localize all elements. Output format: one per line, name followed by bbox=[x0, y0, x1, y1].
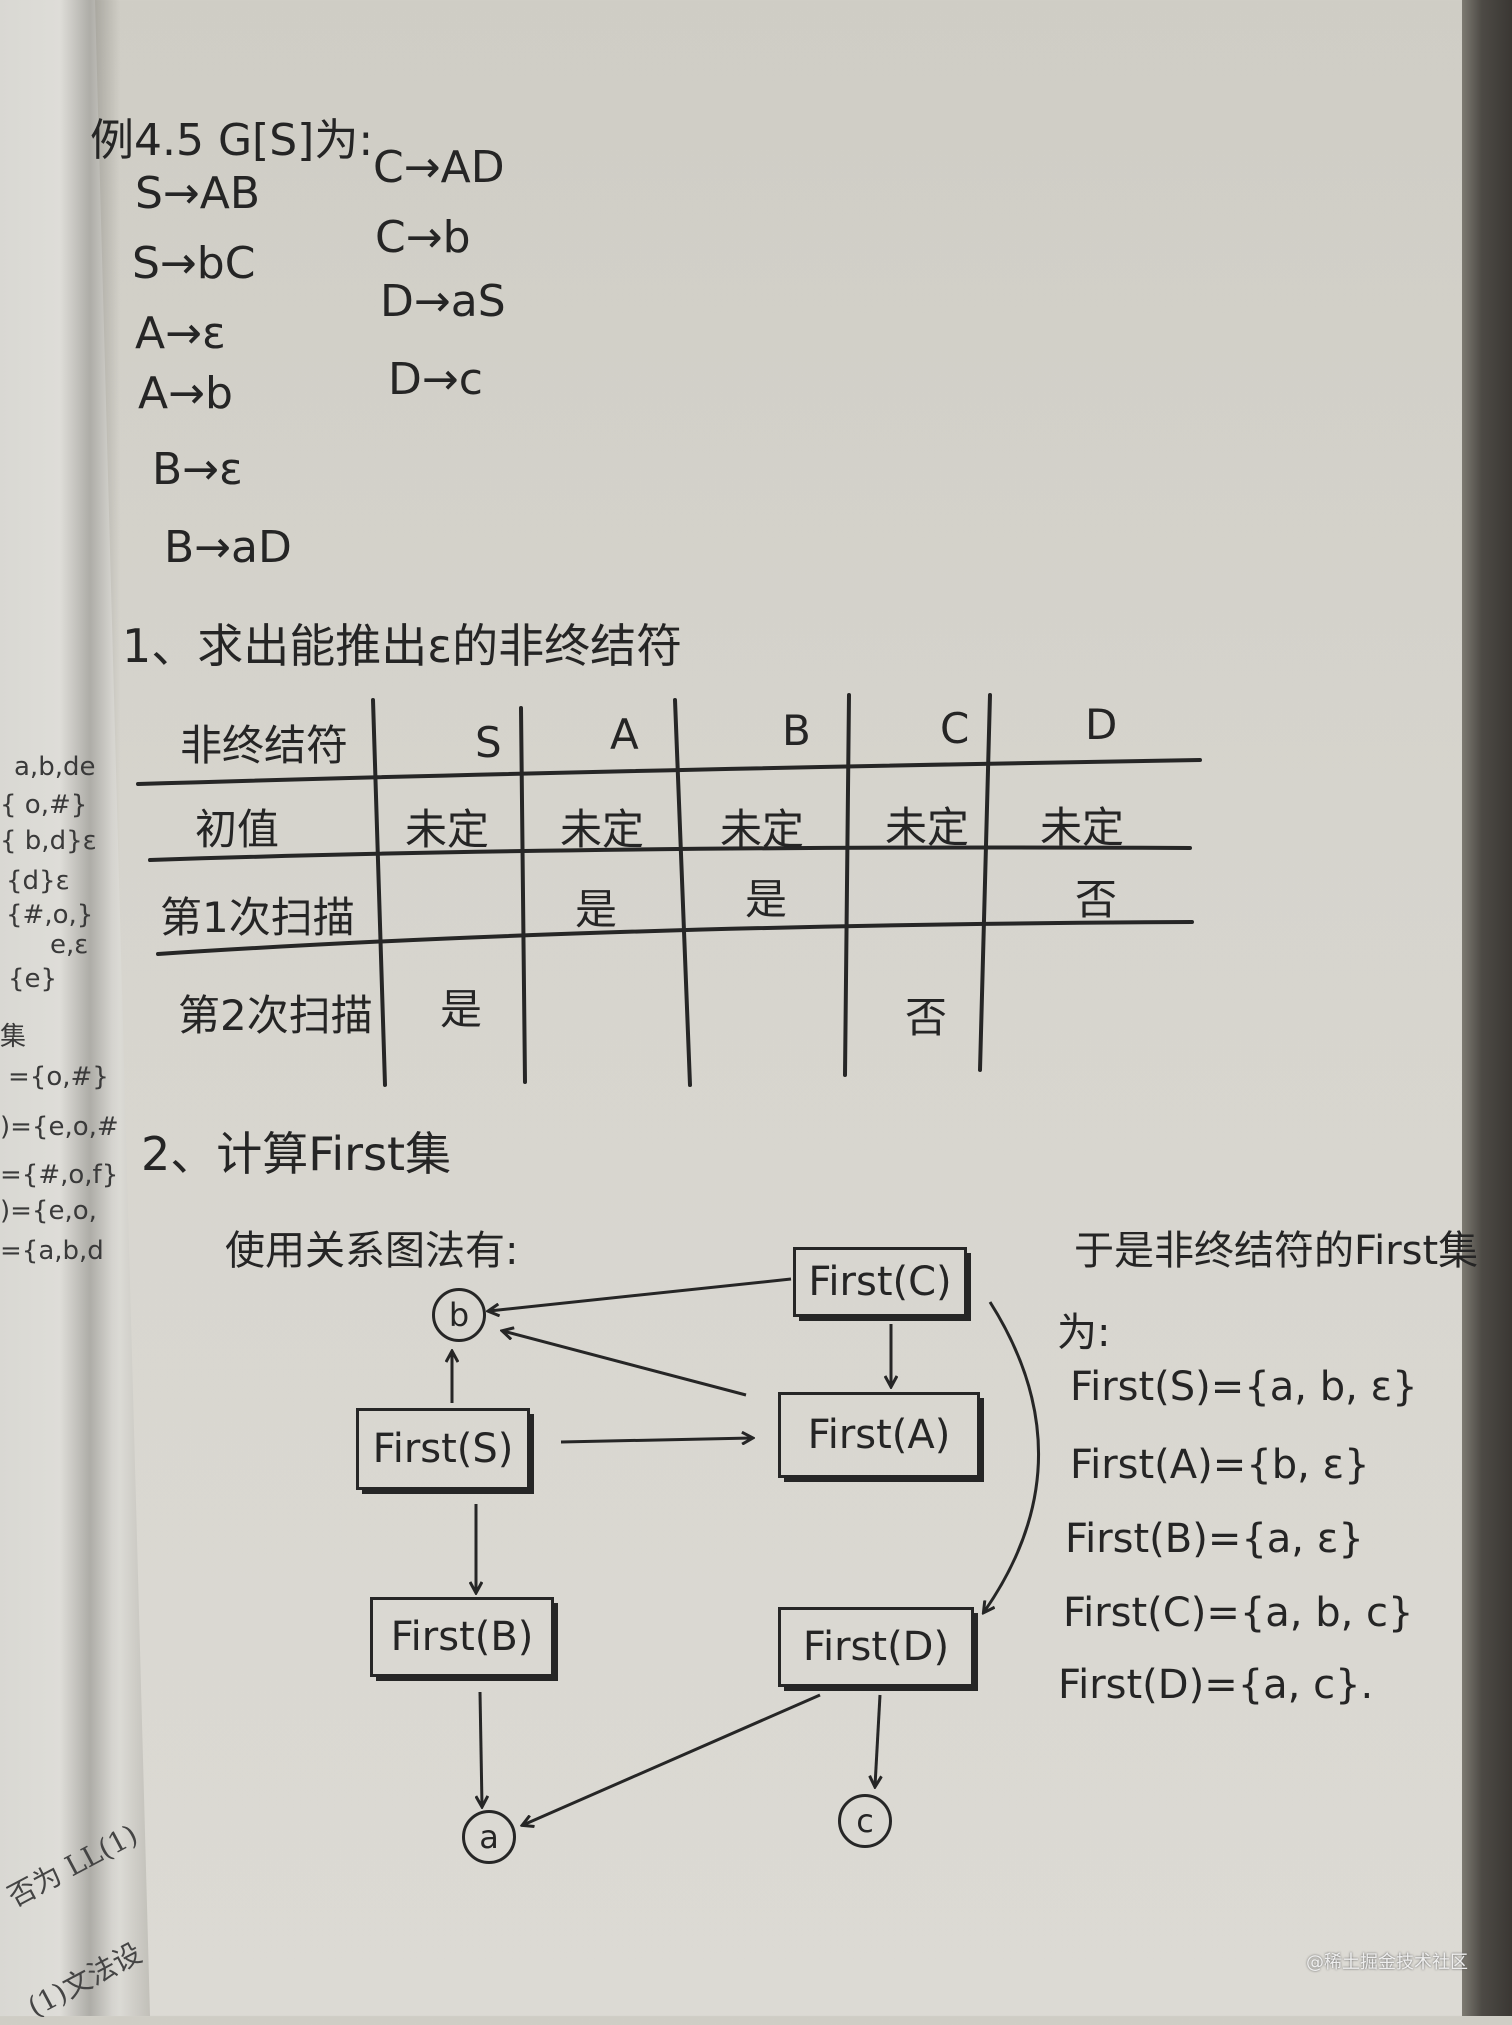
book-gutter-shadow bbox=[60, 0, 120, 2016]
production: S→AB bbox=[135, 168, 261, 219]
watermark: @稀土掘金技术社区 bbox=[1306, 1952, 1468, 1973]
node-terminal-b: b bbox=[432, 1288, 486, 1342]
results-heading-cont: 为: bbox=[1057, 1310, 1111, 1356]
arrow-firsts-to-firsta bbox=[560, 1438, 752, 1442]
node-first-s: First(S) bbox=[356, 1408, 530, 1490]
note-fragment: {d}ε bbox=[6, 866, 70, 896]
production: D→aS bbox=[380, 276, 506, 327]
first-set-b: First(B)={a, ε} bbox=[1065, 1516, 1364, 1562]
arrow-firstc-to-b bbox=[489, 1277, 792, 1311]
first-set-s: First(S)={a, b, ε} bbox=[1070, 1364, 1418, 1410]
table-header: 非终结符 bbox=[180, 721, 349, 770]
node-label: First(D) bbox=[802, 1624, 950, 1670]
node-label: First(B) bbox=[390, 1614, 534, 1660]
note-fragment: 集 bbox=[0, 1022, 27, 1052]
table-cell: 是 bbox=[575, 885, 618, 934]
production: D→c bbox=[388, 354, 483, 405]
node-first-d: First(D) bbox=[778, 1607, 974, 1687]
table-header: D bbox=[1085, 700, 1118, 749]
production: B→ε bbox=[152, 444, 243, 495]
note-fragment: ={o,#} bbox=[8, 1062, 109, 1092]
table-cell: 未定 bbox=[885, 803, 970, 852]
first-set-d: First(D)={a, c}. bbox=[1058, 1662, 1374, 1708]
table-header: B bbox=[782, 706, 811, 755]
node-terminal-a: a bbox=[462, 1810, 516, 1864]
note-fragment: )={e,o, bbox=[0, 1196, 97, 1226]
note-fragment: e,ε bbox=[50, 930, 89, 960]
table-header: C bbox=[940, 704, 970, 753]
arrow-firstc-to-firstd bbox=[984, 1301, 1041, 1612]
note-fragment: ={a,b,d bbox=[0, 1236, 104, 1266]
note-fragment: a,b,de bbox=[14, 752, 96, 782]
table-line bbox=[136, 758, 1202, 786]
table-line bbox=[519, 706, 527, 1084]
table-line bbox=[371, 698, 387, 1087]
production: A→ε bbox=[135, 308, 226, 359]
right-background-edge bbox=[1462, 0, 1512, 2016]
table-cell: 是 bbox=[440, 985, 483, 1034]
node-first-a: First(A) bbox=[778, 1392, 980, 1478]
arrow-firstd-to-c bbox=[875, 1694, 880, 1786]
table-line bbox=[673, 698, 692, 1087]
table-cell: 是 bbox=[745, 875, 788, 924]
production: B→aD bbox=[164, 522, 292, 573]
node-label: First(S) bbox=[372, 1426, 514, 1472]
section2-heading: 2、计算First集 bbox=[141, 1127, 452, 1181]
method-text: 使用关系图法有: bbox=[225, 1228, 519, 1274]
table-header: S bbox=[475, 718, 502, 767]
table-line bbox=[978, 693, 992, 1072]
table-cell: 否 bbox=[905, 993, 948, 1042]
note-fragment: ={#,o,f} bbox=[0, 1160, 119, 1190]
table-cell: 未定 bbox=[720, 805, 805, 854]
results-heading: 于是非终结符的First集 bbox=[1074, 1228, 1479, 1274]
node-label: b bbox=[448, 1296, 470, 1334]
node-label: First(A) bbox=[807, 1412, 951, 1458]
table-line bbox=[148, 845, 1192, 862]
note-fragment: { b,d}ε bbox=[0, 826, 97, 856]
node-label: a bbox=[479, 1818, 499, 1856]
note-fragment: {e} bbox=[8, 964, 58, 994]
node-first-c: First(C) bbox=[793, 1247, 967, 1317]
node-label: First(C) bbox=[808, 1259, 952, 1305]
production: C→b bbox=[375, 212, 471, 263]
first-set-a: First(A)={b, ε} bbox=[1070, 1442, 1370, 1488]
table-cell: 未定 bbox=[560, 805, 645, 854]
first-set-c: First(C)={a, b, c} bbox=[1063, 1590, 1414, 1636]
table-header: A bbox=[610, 710, 639, 759]
node-terminal-c: c bbox=[838, 1794, 892, 1848]
row-label: 第2次扫描 bbox=[178, 991, 373, 1040]
table-line bbox=[156, 920, 1194, 956]
table-cell: 未定 bbox=[1040, 803, 1125, 852]
table-cell: 否 bbox=[1075, 875, 1118, 924]
production: S→bC bbox=[132, 238, 256, 289]
arrow-firstb-to-a bbox=[480, 1691, 482, 1806]
example-title: 例4.5 G[S]为: bbox=[90, 115, 374, 166]
note-fragment: )={e,o,# bbox=[0, 1112, 119, 1142]
row-label: 第1次扫描 bbox=[160, 893, 355, 942]
row-label: 初值 bbox=[195, 805, 280, 854]
note-fragment: { o,#} bbox=[0, 790, 88, 820]
table-cell: 未定 bbox=[405, 805, 490, 854]
arrow-firsta-to-b bbox=[503, 1331, 747, 1397]
production: A→b bbox=[138, 368, 233, 419]
node-label: c bbox=[856, 1802, 874, 1840]
production: C→AD bbox=[373, 142, 505, 193]
arrow-firstd-to-a bbox=[523, 1693, 821, 1825]
table-line bbox=[843, 693, 851, 1077]
node-first-b: First(B) bbox=[370, 1597, 554, 1677]
note-fragment: {#,o,} bbox=[6, 900, 94, 930]
section1-heading: 1、求出能推出ε的非终结符 bbox=[122, 619, 683, 673]
